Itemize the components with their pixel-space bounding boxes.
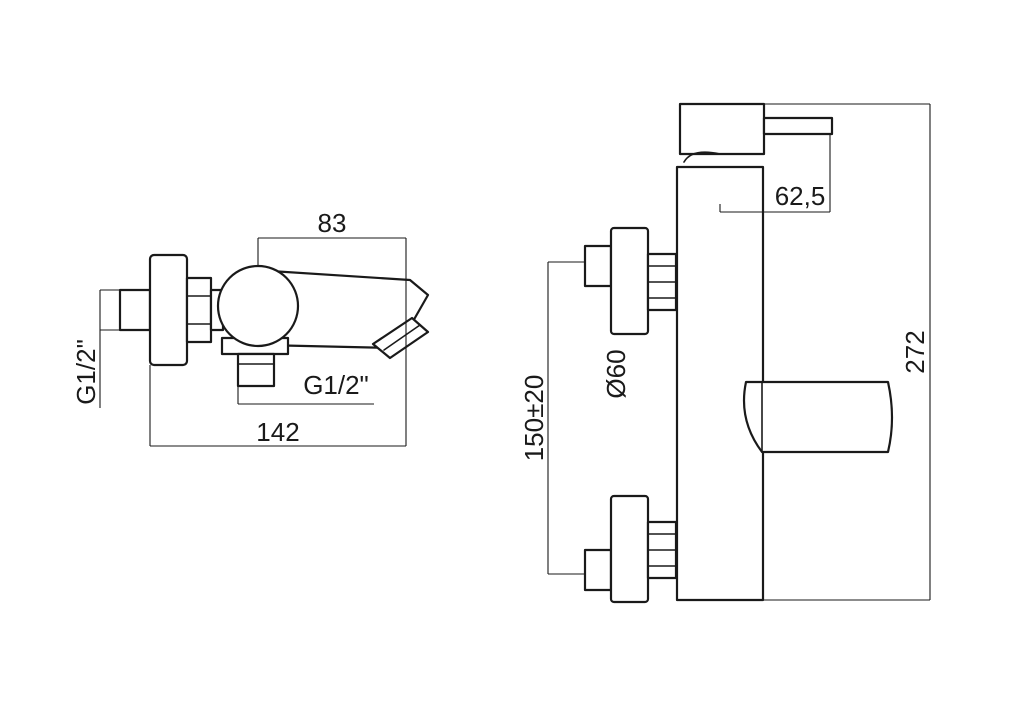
handle-base <box>683 151 765 163</box>
upper-inlet-stub <box>583 244 613 288</box>
handle-lever <box>762 116 834 136</box>
handle-block <box>678 102 766 156</box>
label-handle-offset: 62,5 <box>775 181 826 211</box>
label-inlet-spacing: 150±20 <box>519 375 549 462</box>
label-flange-diameter: Ø60 <box>601 349 631 398</box>
label-depth: 142 <box>256 417 299 447</box>
spout-front <box>742 380 894 454</box>
label-inlet-thread: G1/2" <box>71 339 101 405</box>
lower-flange <box>609 494 650 604</box>
inlet-pipe-stub <box>118 288 152 332</box>
side-view: G1/2" 83 G1/2" 142 <box>71 208 430 447</box>
hex-nut <box>185 276 213 344</box>
outlet-stub <box>236 352 276 388</box>
front-view: 62,5 272 150±20 Ø60 <box>519 102 931 604</box>
label-outlet-thread: G1/2" <box>303 370 369 400</box>
label-spout-reach: 83 <box>318 208 347 238</box>
label-overall-height: 272 <box>900 330 930 373</box>
lower-inlet-stub <box>583 548 613 592</box>
upper-flange <box>609 226 650 336</box>
cartridge-housing <box>216 264 300 348</box>
wall-flange <box>148 253 189 367</box>
